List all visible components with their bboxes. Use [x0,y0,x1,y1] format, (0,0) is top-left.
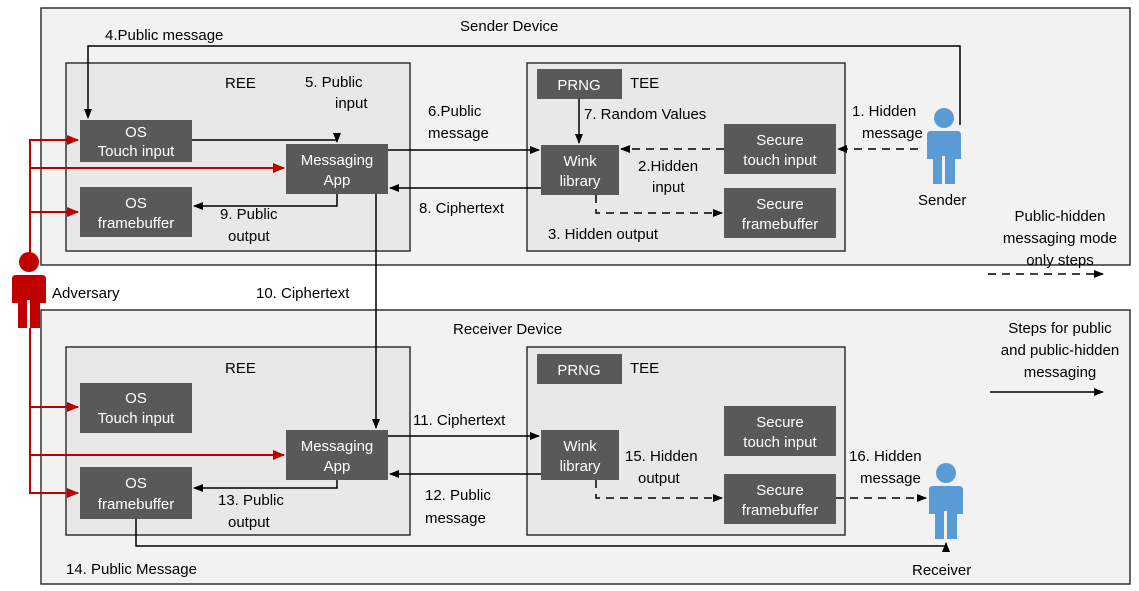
sender-messaging-app: Messaging App [286,144,388,194]
adversary-label: Adversary [52,285,120,302]
arrow-step-14 [135,519,950,552]
receiver-tee-title: TEE [630,360,659,377]
legend-dashed-line2: messaging mode [1003,230,1117,247]
receiver-secure-framebuffer: Secure framebuffer [724,474,836,524]
sender-os-touch-input: OS Touch input [80,120,192,162]
step-3-label: 3. Hidden output [548,226,659,243]
svg-text:OS: OS [125,195,147,212]
sender-prng: PRNG [537,69,622,99]
sender-secure-touch-input: Secure touch input [724,124,836,174]
sender-secure-framebuffer: Secure framebuffer [724,188,836,238]
step-12-label-line2: message [425,510,486,527]
legend-solid-line3: messaging [1024,364,1097,381]
receiver-device-title: Receiver Device [453,321,562,338]
receiver-os-touch-input: OS Touch input [80,383,192,433]
receiver-secure-touch-input: Secure touch input [724,406,836,456]
receiver-wink-library: Wink library [541,430,619,480]
step-1-label-line2: message [862,125,923,142]
arrow-step-5 [192,133,341,143]
step-5-label-line2: input [335,95,368,112]
svg-text:Secure: Secure [756,482,804,499]
svg-text:Touch input: Touch input [98,143,176,160]
receiver-prng: PRNG [537,354,622,384]
svg-text:framebuffer: framebuffer [98,496,174,513]
step-13-label-line2: output [228,514,271,531]
legend-solid-line1: Steps for public [1008,320,1112,337]
svg-text:library: library [560,458,601,475]
step-5-label-line1: 5. Public [305,74,363,91]
svg-text:touch input: touch input [743,434,817,451]
receiver-ree-title: REE [225,360,256,377]
svg-text:Messaging: Messaging [301,152,374,169]
svg-text:App: App [324,172,351,189]
step-16-label-line2: message [860,470,921,487]
legend-dashed-line1: Public-hidden [1015,208,1106,225]
svg-text:PRNG: PRNG [557,362,600,379]
step-6-label-line2: message [428,125,489,142]
receiver-messaging-app: Messaging App [286,430,388,480]
legend-solid-line2: and public-hidden [1001,342,1119,359]
step-1-label-line1: 1. Hidden [852,103,916,120]
svg-text:Wink: Wink [563,438,597,455]
step-15-label-line2: output [638,470,681,487]
svg-text:App: App [324,458,351,475]
step-4-label: 4.Public message [105,27,223,44]
svg-text:touch input: touch input [743,152,817,169]
svg-text:OS: OS [125,475,147,492]
step-16-label-line1: 16. Hidden [849,448,922,465]
adversary-icon [12,252,46,328]
svg-text:Messaging: Messaging [301,438,374,455]
receiver-os-framebuffer: OS framebuffer [80,467,192,519]
adversary-arrows [29,135,285,498]
svg-text:OS: OS [125,390,147,407]
arrow-step-15 [595,480,723,502]
sender-ree-title: REE [225,75,256,92]
legend-dashed-line3: only steps [1026,252,1094,269]
step-11-label: 11. Ciphertext [413,412,506,429]
svg-text:framebuffer: framebuffer [98,215,174,232]
svg-text:library: library [560,173,601,190]
arrow-step-4 [84,45,961,125]
step-13-label-line1: 13. Public [218,492,284,509]
arrow-step-9 [193,194,338,210]
step-2-label-line1: 2.Hidden [638,158,698,175]
svg-text:Secure: Secure [756,132,804,149]
sender-device-title: Sender Device [460,18,558,35]
step-2-label-line2: input [652,179,685,196]
svg-text:OS: OS [125,124,147,141]
svg-text:framebuffer: framebuffer [742,216,818,233]
step-7-label: 7. Random Values [584,106,706,123]
receiver-icon [929,463,963,539]
sender-label: Sender [918,192,966,209]
sender-tee-title: TEE [630,75,659,92]
sender-wink-library: Wink library [541,145,619,195]
step-6-label-line1: 6.Public [428,103,482,120]
step-9-label-line2: output [228,228,271,245]
svg-text:PRNG: PRNG [557,77,600,94]
step-10-label: 10. Ciphertext [256,285,350,302]
receiver-label: Receiver [912,562,971,579]
sender-os-framebuffer: OS framebuffer [80,187,192,237]
svg-text:framebuffer: framebuffer [742,502,818,519]
arrow-step-3 [595,195,723,217]
svg-text:Secure: Secure [756,196,804,213]
arrow-step-13 [193,480,338,492]
sender-icon [927,108,961,184]
svg-text:Secure: Secure [756,414,804,431]
step-8-label: 8. Ciphertext [419,200,505,217]
step-15-label-line1: 15. Hidden [625,448,698,465]
step-12-label-line1: 12. Public [425,487,491,504]
legend: Public-hidden messaging mode only steps … [988,208,1119,396]
step-14-label: 14. Public Message [66,561,197,578]
svg-text:Wink: Wink [563,153,597,170]
step-9-label-line1: 9. Public [220,206,278,223]
svg-text:Touch input: Touch input [98,410,176,427]
